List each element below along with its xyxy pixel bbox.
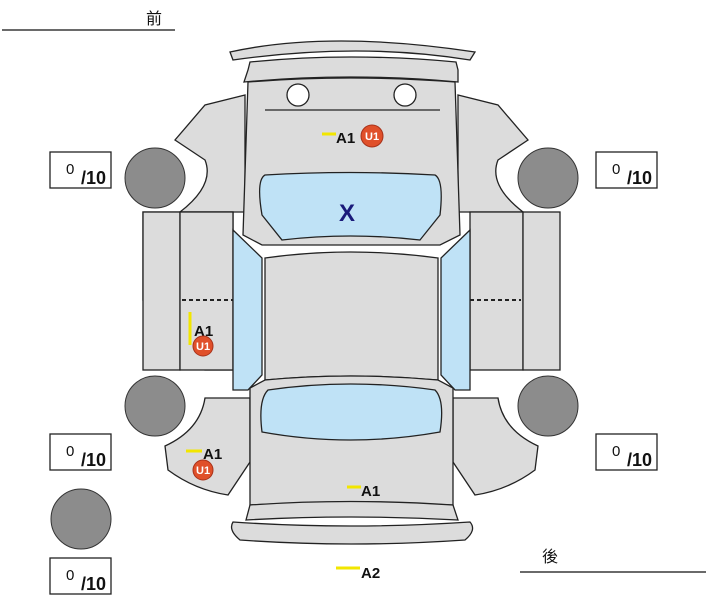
roof xyxy=(264,251,439,381)
tire-score-rear-left: 0 /10 xyxy=(49,433,112,471)
left-door-damage-code: A1 xyxy=(194,323,213,340)
rear-left-tire-icon xyxy=(124,375,186,437)
spare-tire-icon xyxy=(50,488,112,550)
hood-damage-code: A1 xyxy=(336,130,355,147)
left-door-badge: U1 xyxy=(196,341,210,353)
right-rocker xyxy=(522,211,561,371)
right-side-window xyxy=(440,228,471,391)
front-right-tire-icon xyxy=(517,147,579,209)
tire-score-value: 0 xyxy=(612,161,620,178)
tire-score-max: /10 xyxy=(627,450,652,470)
tire-score-max: /10 xyxy=(81,168,106,188)
left-side-window xyxy=(232,228,263,391)
tire-score-front-left: 0 /10 xyxy=(49,151,112,189)
rear-right-tire-icon xyxy=(517,375,579,437)
tire-score-value: 0 xyxy=(66,161,74,178)
front-label: 前 xyxy=(146,9,162,28)
front-grille xyxy=(243,56,459,83)
tire-score-value: 0 xyxy=(612,443,620,460)
right-doors xyxy=(469,211,524,371)
tire-score-max: /10 xyxy=(81,574,106,594)
left-headlight-icon xyxy=(286,83,310,107)
tire-score-spare: 0 /10 xyxy=(49,557,112,595)
rear-panel xyxy=(245,500,459,521)
left-quarter-badge: U1 xyxy=(196,465,210,477)
rear-label: 後 xyxy=(542,547,558,566)
right-rear-quarter xyxy=(452,397,539,496)
trunk-damage-code: A1 xyxy=(361,483,380,500)
tire-score-max: /10 xyxy=(81,450,106,470)
right-headlight-icon xyxy=(393,83,417,107)
left-front-fender xyxy=(174,94,246,213)
hood-badge: U1 xyxy=(365,131,379,143)
rear-bumper-damage-code: A2 xyxy=(361,565,380,582)
front-left-tire-icon xyxy=(124,147,186,209)
tire-score-value: 0 xyxy=(66,567,74,584)
right-front-fender xyxy=(457,94,529,213)
tire-score-max: /10 xyxy=(627,168,652,188)
left-quarter-badge-icon xyxy=(192,459,214,481)
left-quarter-damage-code: A1 xyxy=(203,446,222,463)
tire-score-rear-right: 0 /10 xyxy=(595,433,658,471)
tire-score-front-right: 0 /10 xyxy=(595,151,658,189)
left-rear-quarter xyxy=(164,397,251,496)
front-bumper xyxy=(229,40,477,61)
rear-window xyxy=(260,383,443,441)
rear-bumper xyxy=(230,521,474,545)
left-door-badge-icon xyxy=(192,335,214,357)
hood-badge-icon xyxy=(360,124,384,148)
windshield xyxy=(258,171,442,241)
tire-score-value: 0 xyxy=(66,443,74,460)
left-rocker xyxy=(142,211,181,371)
windshield-x-mark: X xyxy=(339,200,355,227)
